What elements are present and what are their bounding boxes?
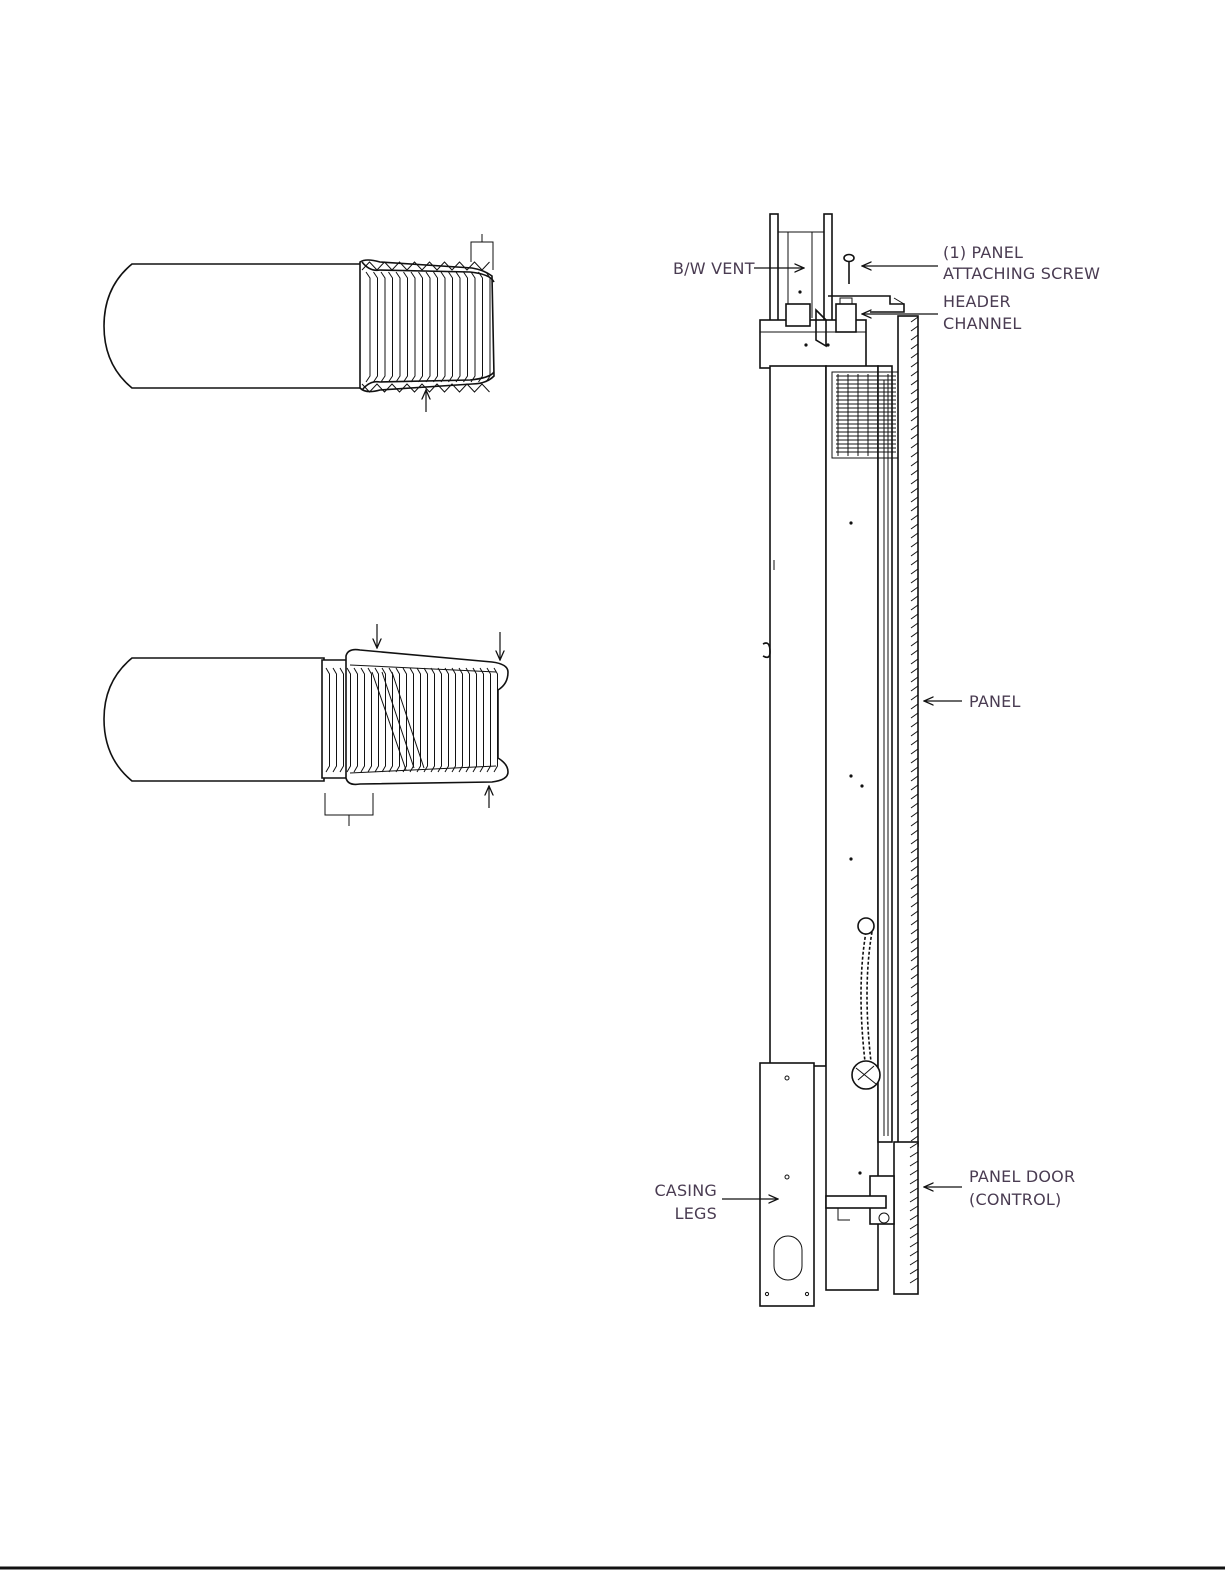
fastener-dot bbox=[849, 774, 852, 777]
screw-label-line1: (1) PANEL bbox=[943, 243, 1023, 262]
casing-legs-label-line2: LEGS bbox=[675, 1204, 717, 1223]
fastener-dot bbox=[804, 343, 807, 346]
panel-attaching-screw bbox=[844, 255, 854, 285]
fastener-dot bbox=[849, 857, 852, 860]
header-label-line2: CHANNEL bbox=[943, 314, 1022, 333]
bw-vent-label: B/W VENT bbox=[673, 259, 755, 278]
casing-body bbox=[770, 366, 826, 1066]
fastener-dot bbox=[826, 343, 829, 346]
fastener-dot bbox=[849, 521, 852, 524]
heater-side-view bbox=[722, 214, 962, 1306]
threaded-hose-figure-middle bbox=[104, 624, 508, 826]
panel-door-label-line2: (CONTROL) bbox=[969, 1190, 1061, 1209]
casing-legs bbox=[760, 1063, 814, 1306]
fastener-dot bbox=[798, 290, 801, 293]
threaded-hose-figure-top bbox=[104, 234, 494, 412]
panel-label: PANEL bbox=[969, 692, 1021, 711]
casing-front bbox=[826, 366, 878, 1290]
panel-door-label-line1: PANEL DOOR bbox=[969, 1167, 1075, 1186]
fastener-dot bbox=[858, 1171, 861, 1174]
header-label-line1: HEADER bbox=[943, 292, 1011, 311]
casing-legs-label-line1: CASING bbox=[654, 1181, 717, 1200]
screw-label-line2: ATTACHING SCREW bbox=[943, 264, 1100, 283]
fastener-dot bbox=[860, 784, 863, 787]
